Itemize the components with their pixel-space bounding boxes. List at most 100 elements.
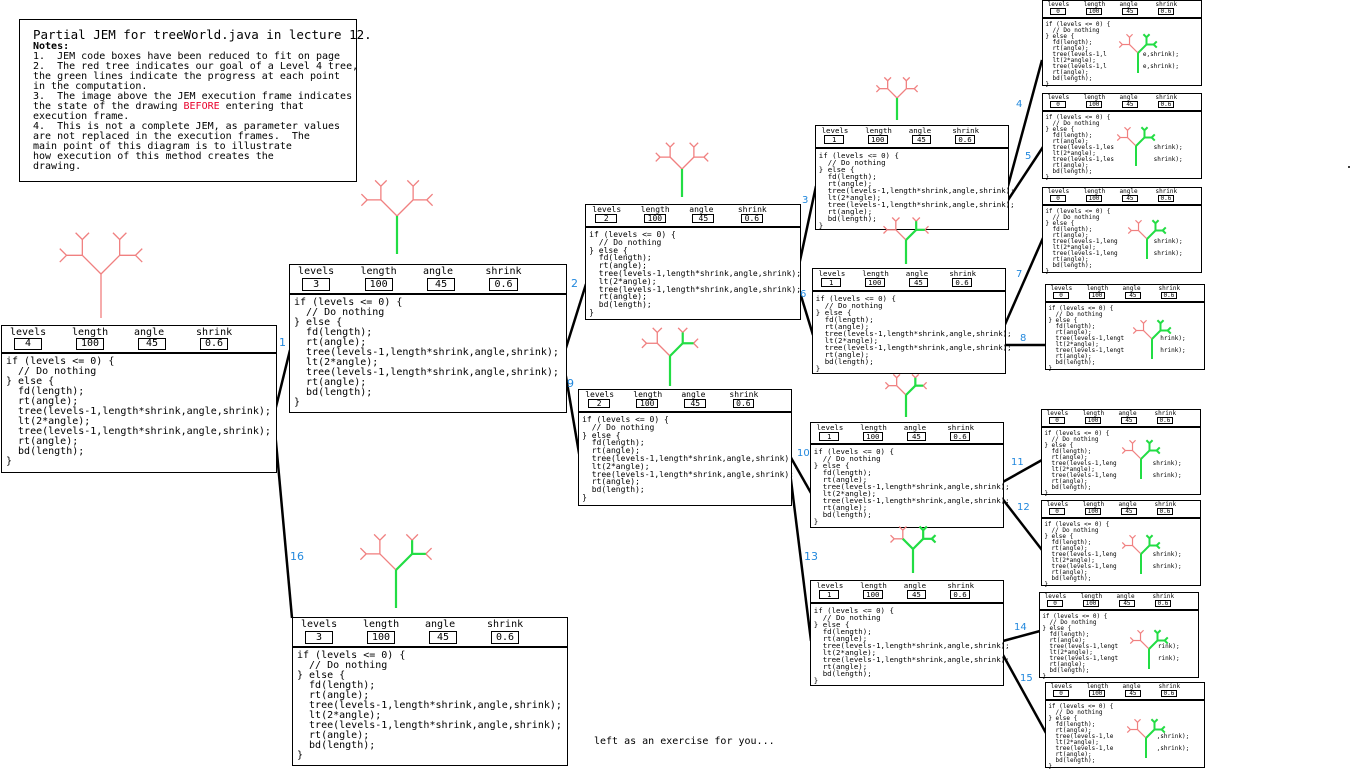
code-line: rt(angle); [1045, 256, 1089, 263]
progress-segment [1150, 133, 1156, 139]
method-code: if (levels <= 0) { // Do nothing} else {… [819, 152, 1015, 229]
code-line: bd(length); [1048, 757, 1096, 764]
code-line: if (levels <= 0) { [1048, 703, 1114, 710]
param-label-angle: angle [903, 423, 927, 433]
goal-tree-segment [1127, 230, 1132, 234]
param-value-length: 100 [367, 630, 395, 644]
code-line: tree(levels-1,lengt rink); [1042, 643, 1180, 650]
code-line: rt(angle); [1045, 162, 1089, 169]
code-line: tree(levels-1,lengt hrink); [1048, 335, 1186, 342]
goal-tree-segment [915, 217, 921, 222]
call-step-number: 14 [1014, 622, 1027, 633]
param-value-angle: 45 [138, 337, 166, 350]
param-value-shrink: 0.6 [1157, 8, 1174, 16]
code-line: lt(2*angle); [1044, 557, 1095, 564]
method-code: if (levels <= 0) { // Do nothing} else {… [814, 607, 1010, 684]
goal-tree-segment [100, 254, 121, 275]
goal-tree-segment [1138, 230, 1148, 240]
progress-segment [1156, 319, 1162, 325]
code-line: lt(2*angle); [1045, 150, 1096, 157]
param-label-length: length [862, 269, 889, 279]
param-value-shrink: 0.6 [952, 278, 972, 288]
goal-tree-segment [895, 217, 900, 222]
progress-segment [1151, 329, 1162, 340]
code-line: lt(2*angle); [1048, 739, 1099, 746]
progress-segment [669, 342, 684, 357]
param-value-shrink: 0.6 [1160, 690, 1177, 698]
code-line: fd(length); [294, 327, 373, 338]
param-value-shrink: 0.6 [200, 337, 228, 350]
progress-segment [931, 534, 937, 540]
code-line: } else { [297, 670, 346, 681]
progress-segment [1161, 226, 1167, 232]
goal-tree-segment [1129, 534, 1133, 539]
goal-tree-segment [693, 142, 699, 148]
code-line: tree(levels-1,les shrink); [1045, 144, 1183, 151]
goal-tree-segment [1129, 637, 1134, 641]
call-step-number: 16 [290, 550, 304, 563]
code-line: bd(length); [815, 357, 874, 366]
code-line: bd(length); [1048, 359, 1096, 366]
method-code: if (levels <= 0) { // Do nothing} else {… [1042, 614, 1179, 680]
code-line: if (levels <= 0) { [815, 294, 896, 303]
code-line: tree(levels-1,length*shrink,angle,shrink… [6, 406, 271, 417]
code-line: tree(levels-1,length*shrink,angle,shrink… [813, 655, 1010, 664]
code-line: bd(length); [813, 669, 872, 678]
progress-segment [395, 553, 413, 571]
code-line: rt(angle); [1045, 45, 1089, 52]
goal-tree-segment [875, 88, 881, 93]
goal-tree-segment [425, 547, 433, 555]
param-label-length: length [1082, 501, 1105, 509]
param-value-levels: 2 [595, 214, 618, 224]
goal-tree-segment [896, 373, 901, 379]
goal-tree-segment [703, 152, 709, 158]
param-label-angle: angle [1122, 285, 1141, 293]
code-line: rt(angle); [1044, 545, 1088, 552]
param-value-length: 100 [868, 135, 888, 145]
progress-segment [905, 384, 917, 396]
param-value-angle: 45 [426, 277, 456, 291]
code-line: fd(length); [1045, 39, 1093, 46]
param-label-length: length [640, 205, 670, 215]
call-step-number: 11 [1011, 457, 1024, 468]
code-line: fd(length); [1042, 631, 1090, 638]
method-code: if (levels <= 0) { // Do nothing} else {… [1045, 115, 1182, 181]
goal-tree-segment [1143, 330, 1153, 340]
param-label-length: length [1086, 683, 1109, 691]
code-line: rt(angle); [813, 475, 868, 484]
method-code: if (levels <= 0) { // Do nothing} else {… [294, 298, 559, 408]
param-label-angle: angle [689, 205, 714, 215]
notes-text: entering that [219, 101, 304, 112]
code-line: rt(angle); [818, 207, 873, 216]
param-value-levels: 4 [14, 337, 42, 350]
code-line: if (levels <= 0) { [1044, 430, 1110, 437]
tree-drawing [1116, 126, 1156, 166]
goal-tree-segment [913, 88, 919, 93]
goal-tree-segment [677, 327, 684, 333]
goal-tree-segment [890, 534, 895, 540]
code-line: fd(length); [813, 627, 872, 636]
code-line: rt(angle); [589, 292, 647, 302]
goal-tree-segment [119, 232, 127, 240]
goal-tree-segment [905, 76, 911, 82]
code-line: lt(2*angle); [1048, 341, 1099, 348]
progress-segment [1155, 541, 1161, 547]
param-label-angle: angle [422, 265, 454, 277]
param-value-angle: 45 [1120, 508, 1138, 516]
call-step-number: 7 [1016, 269, 1023, 280]
param-value-angle: 45 [1121, 8, 1139, 16]
progress-segment [1146, 229, 1157, 240]
goal-tree-segment [1137, 718, 1141, 723]
code-line: lt(2*angle); [589, 276, 657, 286]
